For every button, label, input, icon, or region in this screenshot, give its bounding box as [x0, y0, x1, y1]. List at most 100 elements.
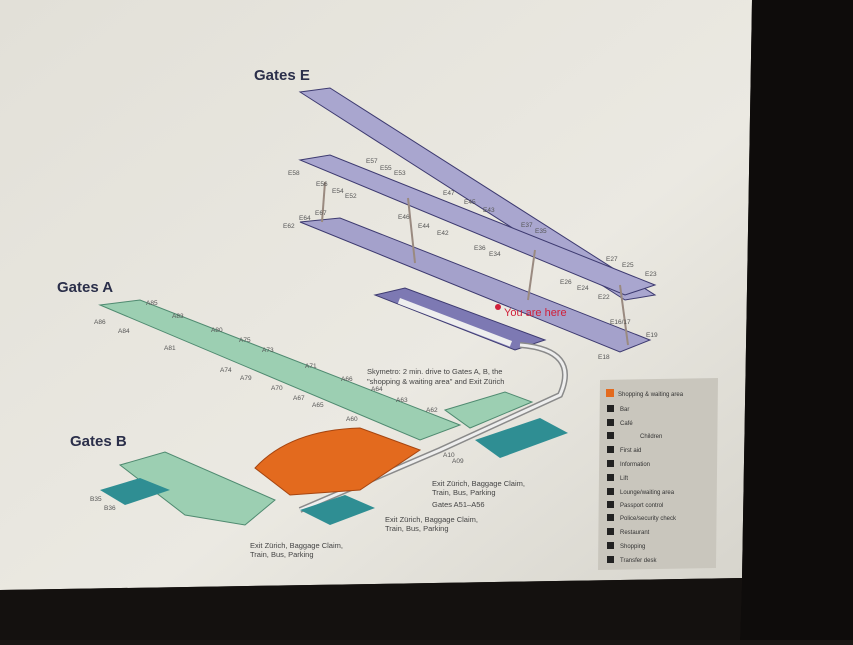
gate-label: A63	[396, 397, 408, 404]
shopping-icon	[607, 542, 614, 549]
gate-label: E53	[394, 170, 406, 177]
legend-item: Café	[620, 421, 633, 427]
pier-b	[118, 451, 276, 526]
lounge-icon	[607, 488, 614, 495]
gate-label: E45	[464, 199, 476, 206]
children-icon	[607, 432, 614, 439]
skymetro-note: Skymetro: 2 min. drive to Gates A, B, th…	[367, 367, 502, 376]
apron-a	[475, 418, 568, 458]
gate-label: E43	[483, 207, 495, 214]
gate-label: A71	[305, 363, 317, 370]
lift-icon	[607, 474, 614, 481]
legend-item: Lift	[620, 476, 628, 482]
gate-label: E58	[288, 170, 300, 177]
gate-labels-a: A85 A86 A84 A83 A81 A80 A75 A73 A74 A79 …	[94, 300, 464, 465]
restaurant-icon	[607, 528, 614, 535]
legend-item: Restaurant	[620, 530, 650, 536]
gate-label: A83	[172, 313, 184, 320]
gate-label: E56	[316, 181, 328, 188]
legend-item: Information	[620, 462, 650, 468]
legend-item: Police/security check	[620, 516, 677, 522]
legend-item: Children	[640, 434, 662, 440]
gate-label: E44	[418, 223, 430, 230]
you-are-here-marker	[495, 304, 501, 310]
gate-label: E22	[598, 294, 610, 301]
gate-labels-b: B35 B36	[90, 496, 116, 512]
gate-label: A64	[371, 386, 383, 393]
legend: Shopping & waiting area Bar Café Childre…	[598, 378, 718, 570]
pier-a	[98, 299, 462, 441]
gates-b-title: Gates B	[70, 433, 127, 450]
gate-label: A84	[118, 328, 130, 335]
cafe-icon	[607, 419, 614, 426]
gate-label: E25	[622, 262, 634, 269]
gates-b-area	[100, 427, 422, 526]
gate-label: B36	[104, 505, 116, 512]
shopping-swatch	[606, 389, 614, 397]
gate-label: E57	[366, 158, 378, 165]
legend-item: Transfer desk	[620, 558, 657, 564]
gate-label: A74	[220, 367, 232, 374]
exit-label: Exit Zürich, Baggage Claim,	[432, 479, 525, 488]
gate-label: A62	[426, 407, 438, 414]
pier-e-middle	[298, 154, 657, 296]
gate-label: A60	[346, 416, 358, 423]
exit-label: Gates A51–A56	[432, 500, 485, 509]
legend-item: Bar	[620, 407, 629, 413]
gate-label: A70	[271, 385, 283, 392]
shopping-waiting-area	[254, 427, 422, 496]
gate-label: A80	[211, 327, 223, 334]
gate-label: A73	[262, 347, 274, 354]
gate-label: E64	[299, 215, 311, 222]
bar-icon	[607, 405, 614, 412]
gate-label: A86	[94, 319, 106, 326]
gate-label: E42	[437, 230, 449, 237]
gate-label: E24	[577, 285, 589, 292]
gate-label: E26	[560, 279, 572, 286]
gate-label: A65	[312, 402, 324, 409]
gate-label: E46	[398, 214, 410, 221]
gate-label: E37	[521, 222, 533, 229]
exit-label: Train, Bus, Parking	[432, 488, 496, 497]
gates-a-title: Gates A	[57, 279, 113, 296]
skymetro-train	[397, 298, 513, 347]
legend-item: First aid	[620, 448, 641, 454]
gate-label: A75	[239, 337, 251, 344]
gate-label: A09	[452, 458, 464, 465]
exit-label: Exit Zürich, Baggage Claim,	[250, 541, 343, 550]
gate-label: E18	[598, 354, 610, 361]
you-are-here-label: You are here	[504, 307, 567, 319]
gate-label: E34	[489, 251, 501, 258]
gate-label: E55	[380, 165, 392, 172]
gate-label: E52	[345, 193, 357, 200]
gate-label: E54	[332, 188, 344, 195]
transfer-desk-icon	[607, 556, 614, 563]
gate-label: A85	[146, 300, 158, 307]
pier-e-lower	[299, 217, 652, 353]
gate-label: E23	[645, 271, 657, 278]
gate-labels-e: E57 E55 E53 E58 E56 E54 E52 E67 E64 E62 …	[283, 158, 658, 361]
legend-item: Passport control	[620, 503, 663, 509]
exit-label: Train, Bus, Parking	[250, 550, 314, 559]
gate-label: A10	[443, 452, 455, 459]
gate-label: A67	[293, 395, 305, 402]
passport-control-icon	[607, 501, 614, 508]
skymetro-station	[373, 287, 547, 351]
gates-e-area	[298, 87, 657, 353]
gates-e-title: Gates E	[254, 67, 310, 84]
gate-label: E47	[443, 190, 455, 197]
first-aid-icon	[607, 446, 614, 453]
gates-a-area	[98, 299, 568, 458]
gate-label: E16/17	[610, 319, 631, 326]
gate-label: E36	[474, 245, 486, 252]
gate-label: E27	[606, 256, 618, 263]
exit-label: Train, Bus, Parking	[385, 524, 449, 533]
gate-label: E19	[646, 332, 658, 339]
legend-item: Shopping & waiting area	[618, 392, 684, 398]
exit-label: Exit Zürich, Baggage Claim,	[385, 515, 478, 524]
gate-label: A81	[164, 345, 176, 352]
legend-item: Lounge/waiting area	[620, 490, 675, 496]
legend-item: Shopping	[620, 544, 645, 550]
